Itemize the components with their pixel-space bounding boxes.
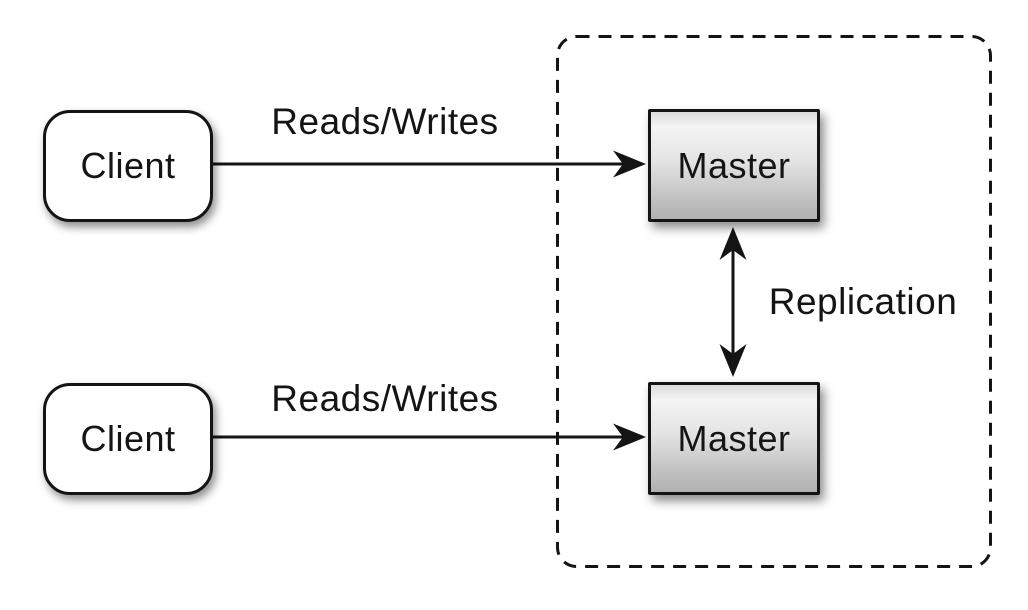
edge-label-reads-writes-bottom: Reads/Writes [271,378,499,419]
arrowhead-right-icon [613,150,646,178]
node-label: Master [677,144,791,186]
edge-reads-writes-top [213,150,646,178]
node-label: Client [80,145,176,186]
node-client-bottom: Client [43,383,213,495]
node-master-bottom: Master [648,382,820,495]
node-label: Client [80,418,176,459]
node-master-top: Master [648,109,820,222]
node-client-top: Client [43,110,213,222]
edge-label-replication: Replication [768,281,958,322]
node-label: Master [677,417,791,459]
edge-reads-writes-bottom [211,423,646,451]
edge-label-reads-writes-top: Reads/Writes [271,101,499,142]
arrowhead-down-icon [719,344,747,377]
arrowhead-right-icon [613,423,646,451]
arrowhead-up-icon [719,227,747,260]
